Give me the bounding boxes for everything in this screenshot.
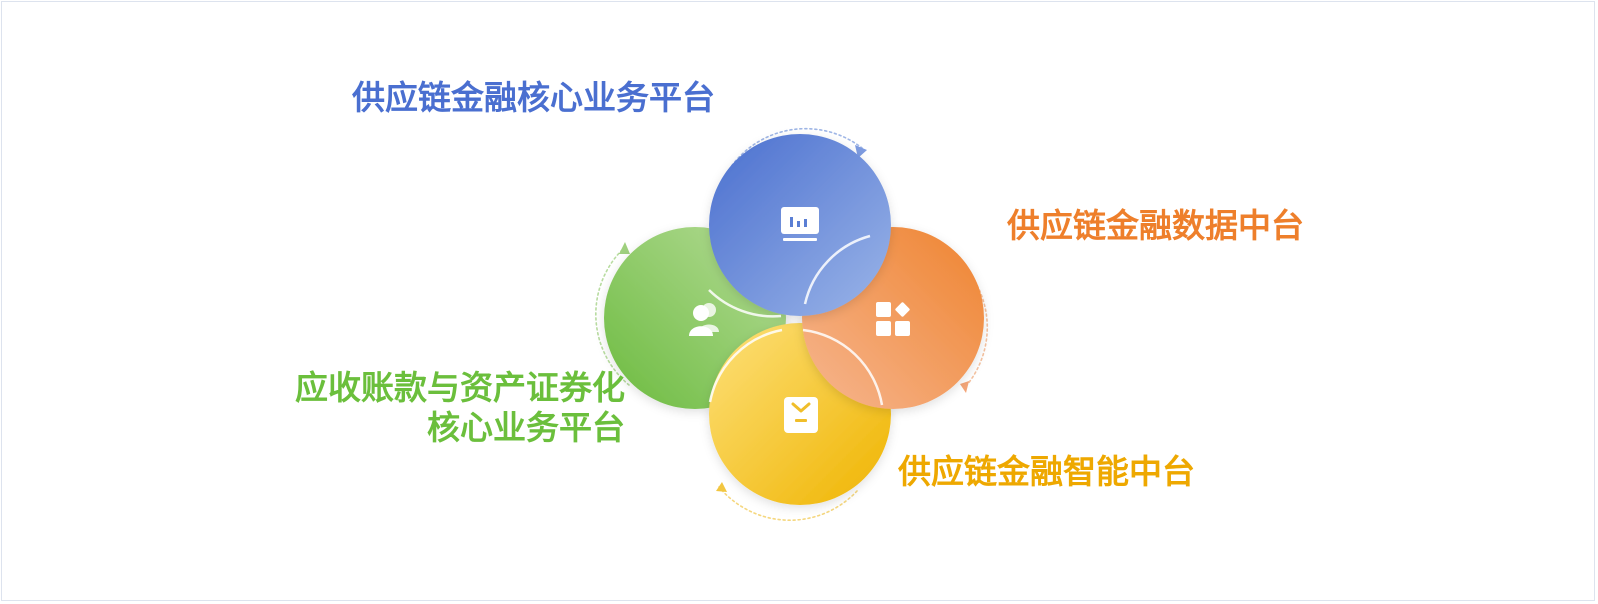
- intelligent-center-label: 供应链金融智能中台: [898, 452, 1195, 491]
- abs-platform-label-line2: 核心业务平台: [427, 407, 625, 447]
- blue-arrow-icon: [855, 145, 867, 158]
- yellow-arrow-icon: [716, 482, 727, 492]
- tag-icon: [784, 397, 818, 433]
- monitor-chart-icon: [781, 207, 819, 241]
- orbit-arrow-icons: [619, 145, 969, 492]
- data-center-label: 供应链金融数据中台: [1007, 206, 1304, 245]
- core-platform-label: 供应链金融核心业务平台: [352, 78, 715, 117]
- yellow-orbit-arc: [718, 486, 858, 521]
- green-arrow-icon: [619, 242, 630, 254]
- green-orbit-arc: [595, 247, 630, 386]
- abs-platform-label: 应收账款与资产证券化 核心业务平台: [295, 368, 625, 447]
- orange-arrow-icon: [960, 381, 969, 393]
- app-grid-icon: [876, 302, 910, 336]
- users-icon: [689, 303, 719, 336]
- abs-platform-label-line1: 应收账款与资产证券化: [295, 368, 625, 407]
